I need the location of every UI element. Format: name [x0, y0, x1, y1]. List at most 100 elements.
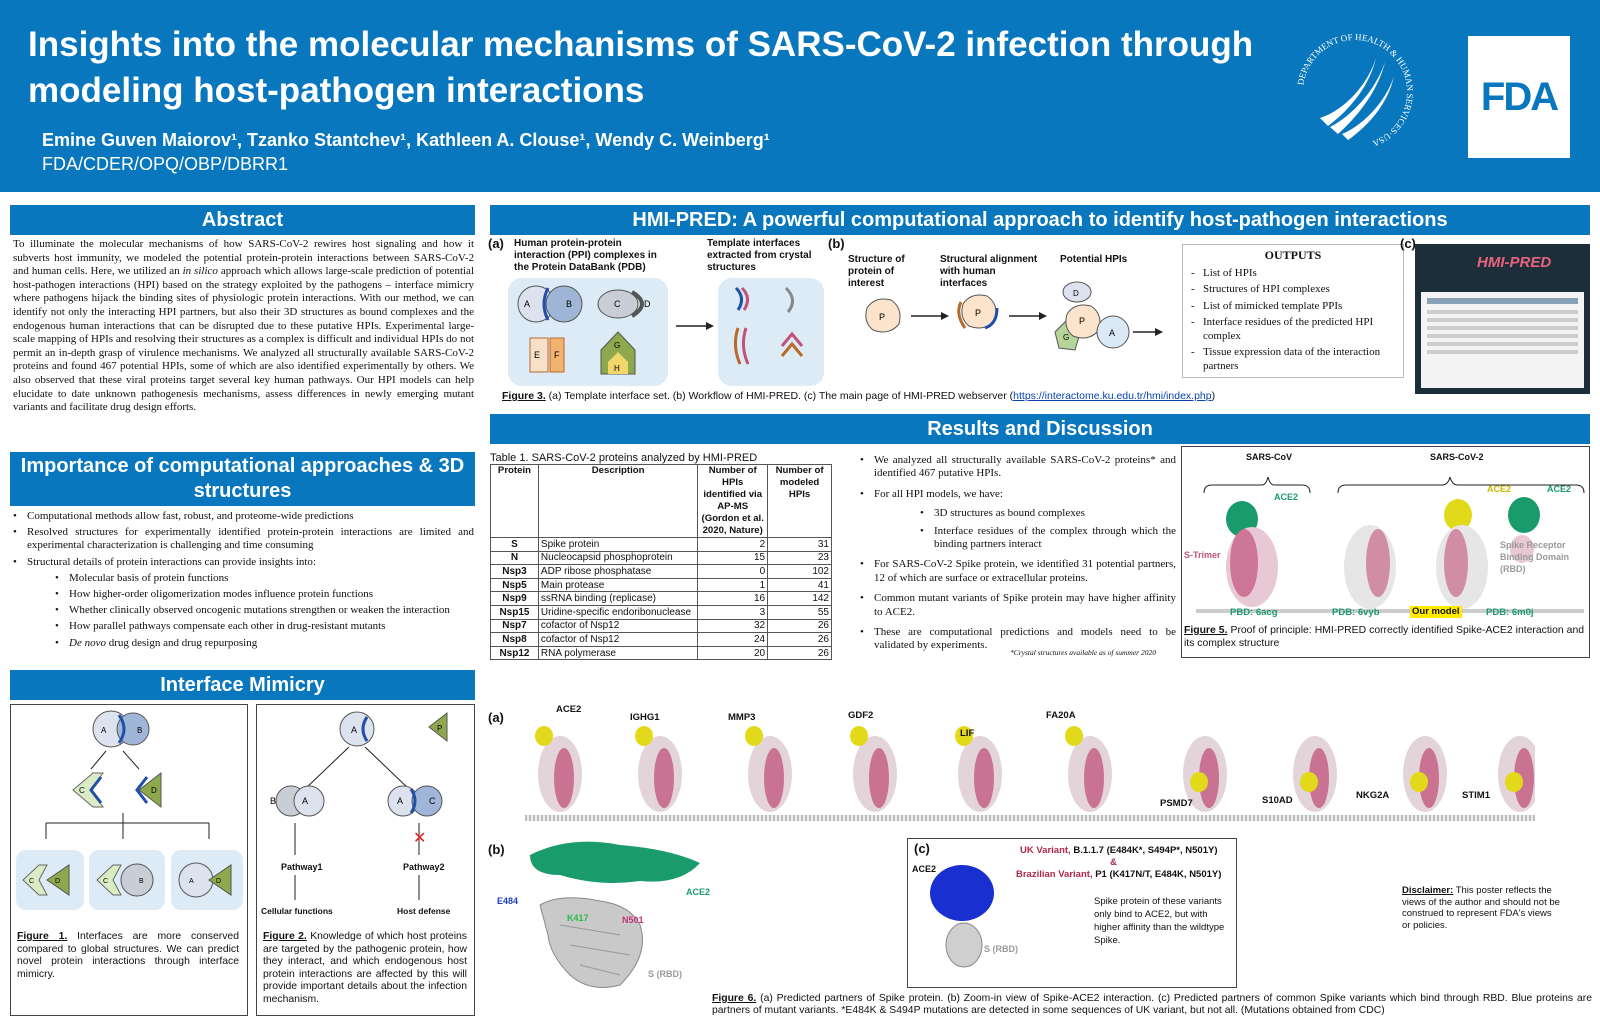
figure-6c-structure [930, 865, 994, 968]
table-cell: 2 [697, 537, 769, 552]
svg-text:A: A [1109, 328, 1115, 338]
table-cell: 32 [697, 618, 769, 634]
partner-protein [635, 726, 653, 746]
svg-text:D: D [644, 299, 651, 309]
svg-text:C: C [614, 299, 621, 309]
svg-text:D: D [216, 878, 221, 885]
partner-label: S10AD [1262, 795, 1293, 806]
outputs-heading: OUTPUTS [1264, 248, 1322, 262]
poster-authors: Emine Guven Maiorov¹, Tzanko Stantchev¹,… [42, 130, 770, 150]
svg-text:B: B [139, 878, 144, 885]
svg-text:H: H [614, 364, 620, 373]
figure-3-caption: Figure 3. (a) Template interface set. (b… [502, 390, 1216, 402]
svg-text:D: D [151, 786, 157, 795]
abstract-heading: Abstract [10, 205, 475, 235]
pathway2-label: Pathway2 [403, 862, 445, 872]
structure-title: Structure of protein of interest [848, 254, 905, 289]
results-list: We analyzed all structurally available S… [858, 454, 1176, 660]
partner-protein [1410, 772, 1428, 792]
hhs-seal-logo: DEPARTMENT OF HEALTH & HUMAN SERVICES·US… [1295, 32, 1415, 149]
results-heading: Results and Discussion [490, 414, 1590, 444]
list-item: These are computational predictions and … [858, 626, 1176, 653]
spike-core [869, 748, 889, 808]
svg-text:G: G [614, 341, 620, 350]
ppi-title: Human protein-protein interaction (PPI) … [514, 238, 657, 273]
poster-title: Insights into the molecular mechanisms o… [28, 25, 1254, 110]
figure-1-diagram: A B C D C D C B A D [16, 710, 243, 910]
table-cell: 55 [767, 604, 832, 620]
sars-cov2-label: SARS-CoV-2 [1430, 452, 1484, 462]
variant-ampersand: & [1110, 857, 1117, 868]
list-item: List of mimicked template PPIs [1191, 300, 1395, 314]
list-item: Whether clinically observed oncogenic mu… [55, 604, 474, 617]
pdb-6acg-label: PBD: 6acg [1230, 607, 1278, 618]
figure-2-panel: A P B A A C ✕ Pathway1 Pathway2 Cellular… [256, 704, 475, 1016]
table-cell: 15 [697, 550, 769, 566]
partner-protein [1190, 772, 1208, 792]
spike-core [1084, 748, 1104, 808]
spike-core [764, 748, 784, 808]
figure-3c-label: (c) [1400, 236, 1416, 251]
svg-text:A: A [524, 299, 530, 309]
figure-5-caption: Figure 5. Proof of principle: HMI-PRED c… [1184, 625, 1584, 649]
table-cell: Nsp7 [490, 618, 539, 634]
table-cell: N [490, 550, 539, 566]
e484-label: E484 [497, 896, 519, 906]
svg-text:C: C [29, 878, 34, 885]
partner-label: IGHG1 [630, 712, 660, 723]
fig5-ace2-label-1: ACE2 [1274, 492, 1299, 502]
partner-label: MMP3 [728, 712, 756, 723]
table-1-title: Table 1. SARS-CoV-2 proteins analyzed by… [490, 452, 758, 464]
partner-protein [535, 726, 553, 746]
hmi-pred-link[interactable]: https://interactome.ku.edu.tr/hmi/index.… [1013, 390, 1212, 402]
table-cell: S [490, 537, 539, 552]
spike-core [554, 748, 574, 808]
table-cell: 31 [767, 537, 832, 552]
spike-core [974, 748, 994, 808]
list-item: How parallel pathways compensate each ot… [55, 620, 474, 633]
k417-label: K417 [567, 913, 589, 923]
pathway1-label: Pathway1 [281, 862, 323, 872]
svg-text:✕: ✕ [413, 830, 426, 847]
figure-6c-panel: (c) UK Variant, B.1.1.7 (E484K*, S494P*,… [907, 838, 1237, 988]
hmi-pred-webserver-screenshot: HMI-PRED [1415, 244, 1590, 394]
fig6b-srbd-label: S (RBD) [648, 969, 682, 979]
alignment-title: Structural alignment with human interfac… [940, 254, 1038, 289]
fig5-ace2-label-3: ACE2 [1547, 484, 1572, 494]
svg-text:A: A [397, 796, 403, 806]
list-item: Computational methods allow fast, robust… [13, 510, 474, 523]
svg-text:F: F [554, 350, 560, 360]
fig6c-note: Spike protein of these variants only bin… [1094, 896, 1225, 946]
crystal-note: *Crystal structures available as of summ… [1010, 648, 1156, 657]
partner-label: ACE2 [556, 704, 582, 715]
poster-header: Insights into the molecular mechanisms o… [0, 0, 1600, 192]
svg-text:P: P [437, 724, 442, 733]
table-header-row: Protein Description Number of HPIs ident… [490, 464, 832, 538]
svg-text:C: C [429, 796, 436, 806]
list-item: Structures of HPI complexes [1191, 283, 1395, 297]
s-trimer-label: S-Trimer [1184, 550, 1221, 560]
spike-core [1199, 748, 1219, 808]
figure-6b-label: (b) [488, 842, 505, 857]
figure-3b-label: (b) [828, 236, 845, 251]
table-cell: Uridine-specific endoribonuclease [537, 604, 699, 620]
pdb-6m0j-label: PDB: 6m0j [1486, 607, 1534, 618]
sars-cov-label: SARS-CoV [1246, 452, 1293, 462]
partner-protein [1065, 726, 1083, 746]
list-item: For SARS-CoV-2 Spike protein, we identif… [858, 558, 1176, 585]
table-cell: Nsp15 [490, 604, 539, 620]
figure-6a-partner-structures [535, 726, 1535, 812]
table-cell: Main protease [537, 577, 699, 593]
svg-text:B: B [566, 299, 572, 309]
figure-1-panel: A B C D C D C B A D Figure 1. Interfaces… [10, 704, 248, 1016]
table-cell: 0 [697, 564, 769, 579]
hmi-pred-heading: HMI-PRED: A powerful computational appro… [490, 205, 1590, 235]
partner-label: GDF2 [848, 710, 874, 721]
figure-1-caption: Figure 1. Interfaces are more conserved … [17, 931, 239, 980]
table-cell: Spike protein [537, 537, 699, 552]
svg-text:A: A [189, 878, 194, 885]
list-item: Structural details of protein interactio… [13, 556, 474, 650]
